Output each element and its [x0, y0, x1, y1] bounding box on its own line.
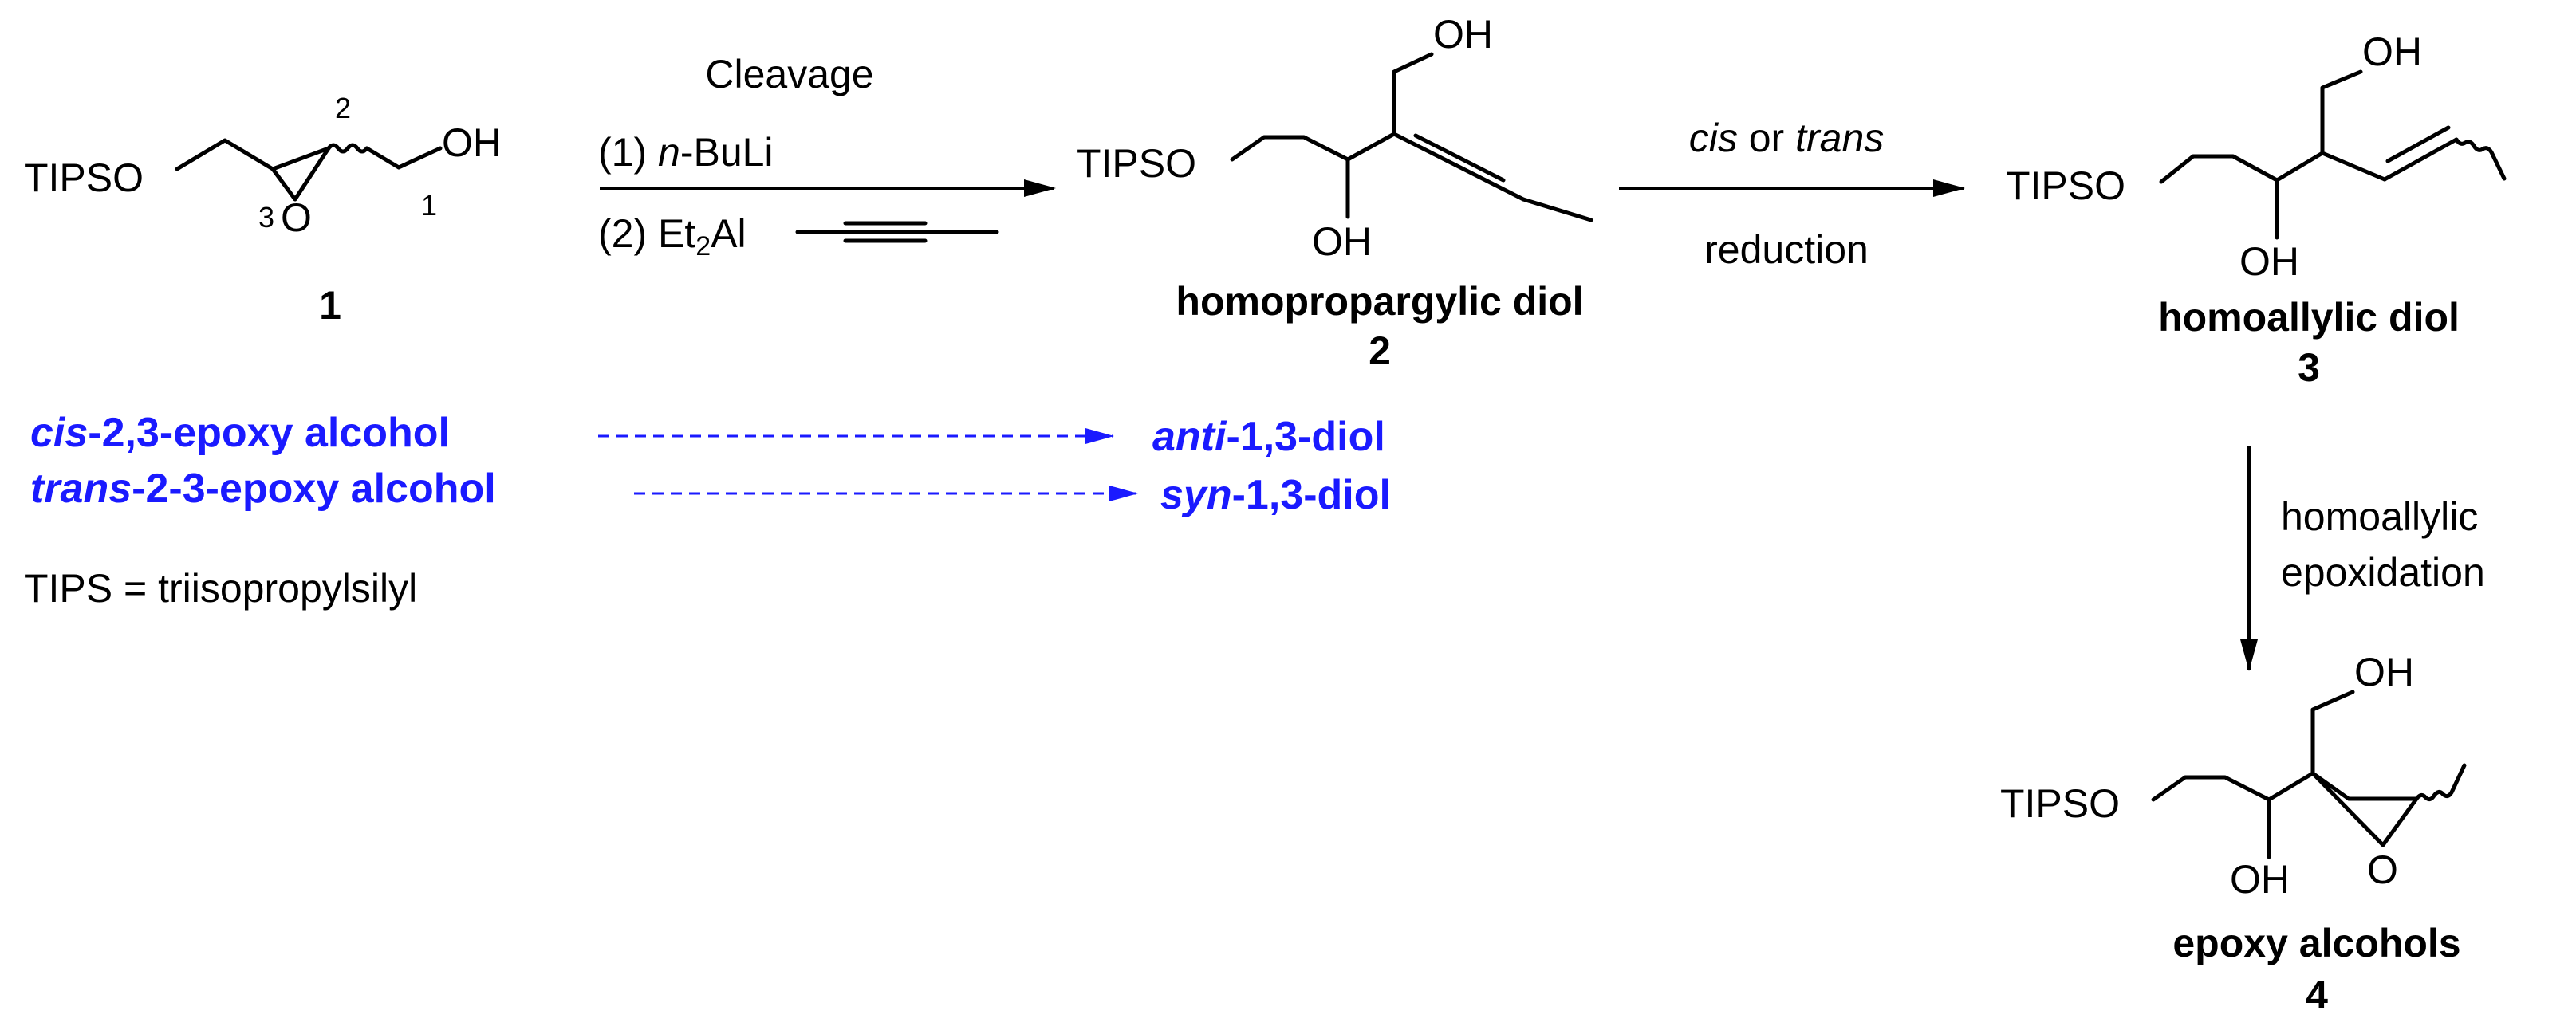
c4-tipso-label: TIPSO [2000, 781, 2120, 826]
step3-line2: epoxidation [2281, 550, 2485, 595]
stereo-from-trans: trans-2-3-epoxy alcohol [30, 466, 496, 512]
c3-chain-bonds [2159, 151, 2325, 184]
c4-wavy-bond [2414, 763, 2467, 802]
stereo-legend: cis-2,3-epoxy alcohol anti-1,3-diol tran… [30, 410, 1391, 518]
c1-epoxide-ring [270, 146, 331, 202]
step1-reagent2: (2) Et2Al [598, 211, 746, 261]
c4-epoxide-o: O [2367, 847, 2398, 892]
c1-epoxide-o: O [281, 195, 312, 240]
c4-number: 4 [2306, 973, 2328, 1017]
c1-pos1: 1 [421, 189, 437, 222]
stereo-from-cis: cis-2,3-epoxy alcohol [30, 410, 450, 456]
c4-oh-bottom: OH [2230, 857, 2290, 902]
c2-oh-top: OH [1433, 12, 1493, 57]
step2-arrow-group: cis or trans reduction [1619, 116, 1965, 272]
compound-4: TIPSO OH OH O epoxy alcohols 4 [2000, 650, 2467, 1017]
c2-alkyne-bonds [1392, 132, 1593, 222]
c1-tipso-label: TIPSO [24, 155, 144, 200]
c1-oh-bond [396, 146, 443, 170]
c3-tipso-label: TIPSO [2006, 163, 2125, 208]
compound-3: TIPSO OH OH homoallylic diol 3 [2006, 29, 2507, 390]
compound-1: TIPSO OH O 2 3 1 1 [24, 92, 502, 328]
c4-name: epoxy alcohols [2172, 921, 2460, 965]
step3-arrow-group: homoallylic epoxidation [2240, 446, 2485, 671]
c4-epoxide-ring [2310, 771, 2419, 847]
c3-oh-bottom: OH [2239, 239, 2299, 284]
c3-name: homoallylic diol [2158, 295, 2460, 340]
step3-line1: homoallylic [2281, 494, 2478, 539]
stereo-to-anti: anti-1,3-diol [1152, 414, 1385, 460]
c1-chain-bonds [175, 138, 275, 171]
c3-ch2oh-bonds [2320, 69, 2363, 155]
compound-2: TIPSO OH OH homopropargylic diol 2 [1077, 12, 1593, 373]
footnote-tips: TIPS = triisopropylsilyl [24, 566, 417, 611]
c2-ch2oh-bonds [1392, 52, 1434, 136]
step1-reagent1: (1) n-BuLi [598, 130, 774, 175]
c3-alkene-bonds [2320, 125, 2507, 182]
c2-name: homopropargylic diol [1176, 279, 1583, 324]
c3-oh-top: OH [2362, 29, 2422, 74]
c2-chain-bonds [1230, 132, 1396, 162]
step1-arrow-group: Cleavage (1) n-BuLi (2) Et2Al [598, 52, 1056, 261]
c2-oh-bottom: OH [1312, 219, 1372, 264]
c1-wavy-bond [326, 143, 401, 170]
c2-tipso-label: TIPSO [1077, 141, 1196, 186]
c3-number: 3 [2298, 345, 2320, 390]
c4-oh-top: OH [2354, 650, 2414, 694]
propynyl-reagent-bonds [795, 221, 999, 243]
step2-top-label: cis or trans [1689, 116, 1885, 160]
c1-oh-label: OH [442, 120, 502, 165]
c2-number: 2 [1369, 328, 1391, 373]
c4-chain-bonds [2151, 771, 2315, 802]
step2-bottom-label: reduction [1704, 227, 1869, 272]
step1-title: Cleavage [705, 52, 873, 96]
c1-pos2: 2 [335, 92, 351, 124]
c4-ch2oh-bonds [2310, 690, 2355, 776]
c1-pos3: 3 [258, 201, 274, 234]
stereo-to-syn: syn-1,3-diol [1160, 472, 1391, 518]
c1-number: 1 [319, 283, 341, 328]
